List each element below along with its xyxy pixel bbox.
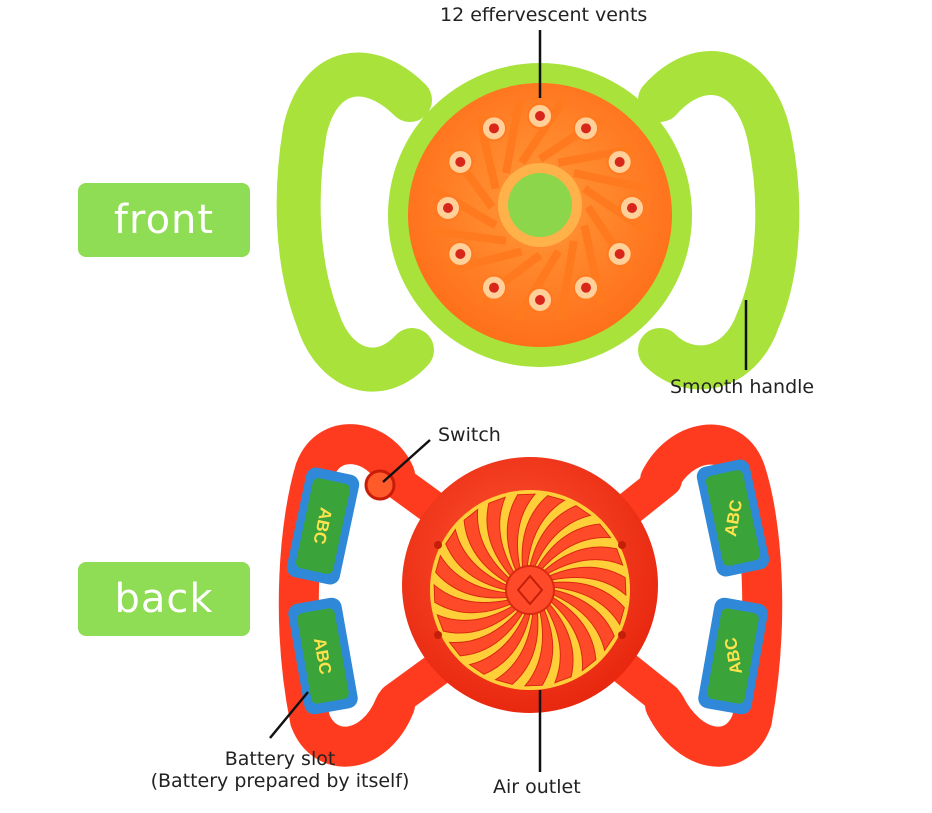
swirl-rib bbox=[428, 183, 498, 229]
fan-blade bbox=[463, 508, 510, 584]
vent-hole bbox=[489, 282, 499, 293]
back-label: back bbox=[78, 562, 250, 636]
battery-slot-left: ABC ABC bbox=[286, 467, 360, 715]
vent-hole bbox=[614, 157, 625, 167]
fan-blades bbox=[433, 493, 627, 687]
swirl-rib bbox=[518, 98, 567, 165]
fan-blade bbox=[550, 596, 597, 672]
air-outlet-callout: Air outlet bbox=[493, 776, 581, 798]
fan-blade bbox=[448, 610, 524, 657]
leader-lines bbox=[269, 30, 748, 772]
fan-blade bbox=[435, 554, 508, 599]
vents-callout: 12 effervescent vents bbox=[440, 4, 648, 26]
fan-blade bbox=[536, 523, 612, 570]
vent-hole bbox=[614, 249, 625, 259]
fan-blade bbox=[552, 589, 615, 652]
fan-hub bbox=[505, 565, 555, 615]
fan-blade bbox=[506, 493, 537, 572]
fan-blade bbox=[436, 605, 517, 634]
swirl-rib bbox=[502, 99, 524, 174]
vent-hole bbox=[535, 295, 545, 305]
swirl-rib bbox=[582, 185, 652, 237]
battery-callout: Battery slot (Battery prepared by itself… bbox=[150, 748, 410, 792]
vent-hole bbox=[455, 157, 466, 167]
swirl-rib bbox=[429, 226, 507, 245]
fan-blade bbox=[529, 505, 592, 568]
fan-blade bbox=[552, 581, 625, 626]
fan-blade bbox=[468, 612, 531, 675]
fan-blade bbox=[494, 612, 539, 685]
swirl-rib bbox=[445, 247, 523, 276]
back-view: ABC ABC ABC ABC bbox=[278, 424, 783, 767]
fan-blade bbox=[445, 528, 508, 591]
fan-blade bbox=[486, 496, 515, 577]
switch-leader bbox=[382, 439, 431, 483]
front-center-button bbox=[508, 173, 572, 237]
front-right-handle bbox=[638, 51, 800, 390]
front-view bbox=[276, 51, 800, 392]
vent-hole bbox=[581, 282, 591, 293]
front-label: front bbox=[78, 183, 250, 257]
battery-callout-line1: Battery slot bbox=[224, 748, 336, 770]
fan-blade bbox=[548, 566, 627, 597]
swirl-rib bbox=[513, 249, 562, 322]
back-right-handle bbox=[640, 424, 783, 767]
vent-hole bbox=[489, 123, 499, 134]
switch-callout: Switch bbox=[438, 424, 501, 446]
battery-callout-line2: (Battery prepared by itself) bbox=[150, 770, 410, 792]
battery-leader bbox=[269, 691, 309, 739]
fan-blade bbox=[433, 583, 512, 614]
back-left-handle bbox=[278, 424, 415, 767]
handle-callout: Smooth handle bbox=[670, 376, 815, 398]
fan-blade bbox=[543, 546, 624, 575]
vent-hole bbox=[455, 249, 466, 259]
swirl-rib bbox=[573, 169, 651, 194]
vent-hole bbox=[627, 203, 637, 213]
fan-blade bbox=[523, 608, 554, 687]
vent-hole bbox=[535, 111, 545, 121]
vent-hole bbox=[581, 123, 591, 134]
swirl-rib bbox=[556, 240, 578, 321]
battery-slot-right: ABC ABC bbox=[696, 459, 770, 715]
front-left-handle bbox=[276, 52, 434, 392]
fan-blade bbox=[545, 603, 574, 684]
effervescent-vents bbox=[435, 103, 645, 313]
vent-hole bbox=[443, 203, 453, 213]
fan-blade bbox=[521, 495, 566, 568]
